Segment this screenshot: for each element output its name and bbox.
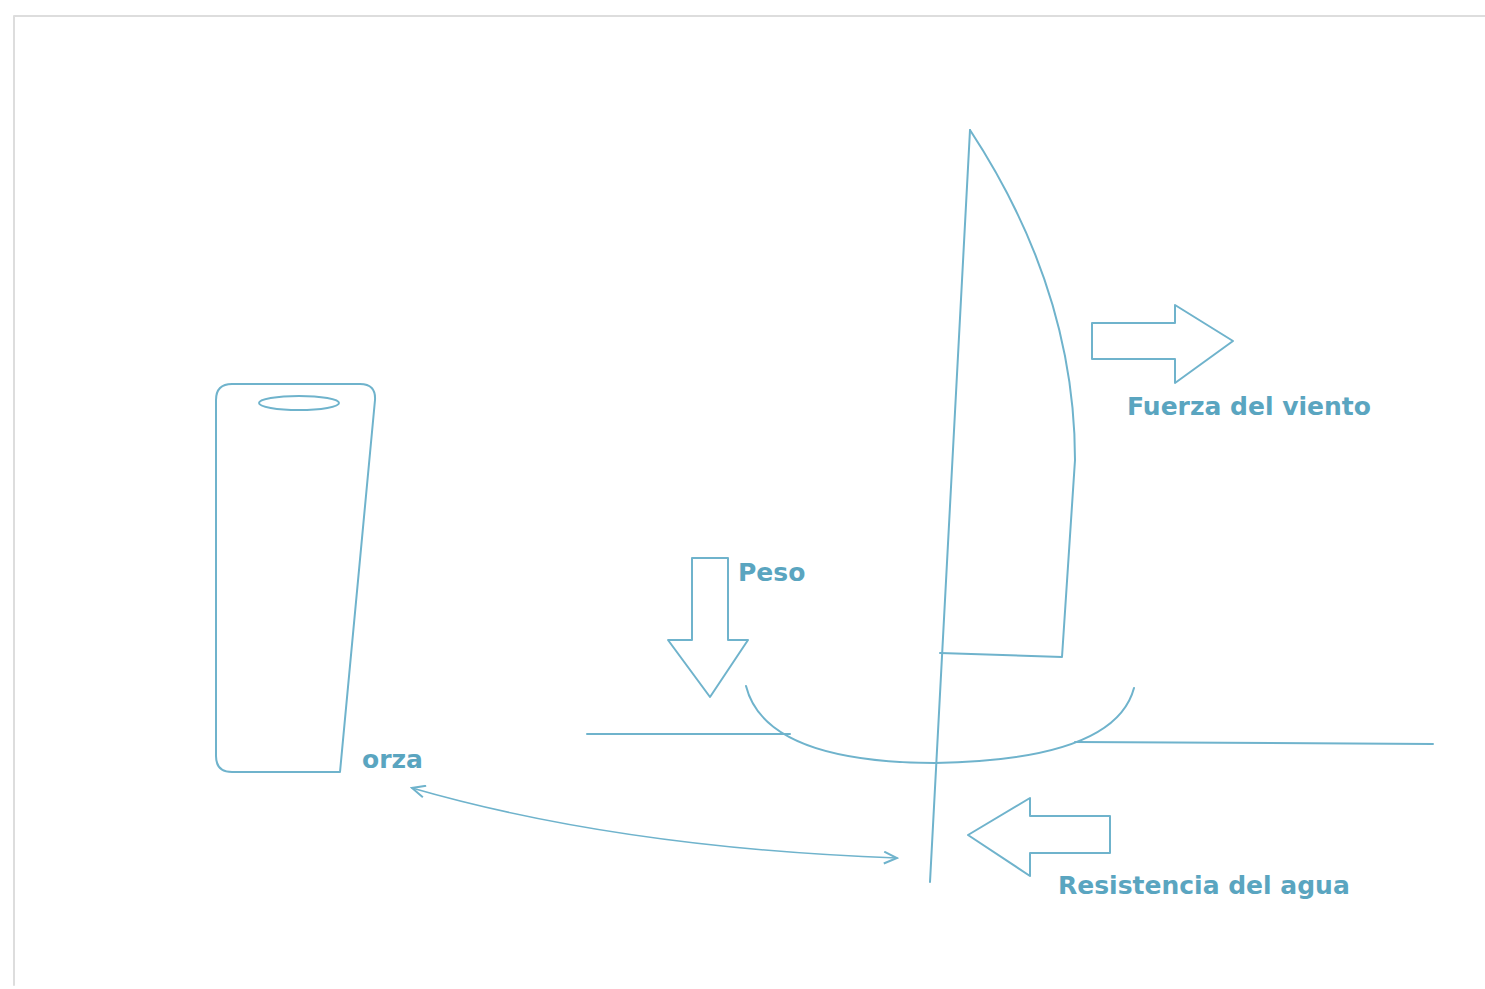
force-label: Peso xyxy=(738,558,805,588)
hull xyxy=(746,686,1134,763)
orza-slot xyxy=(259,396,339,410)
sail xyxy=(940,130,1075,657)
water-line xyxy=(1075,742,1433,744)
force-arrow xyxy=(968,798,1110,876)
force-label: Resistencia del agua xyxy=(1058,871,1350,901)
force-arrow xyxy=(1092,305,1233,383)
part-label: orza xyxy=(362,745,423,775)
orza-board xyxy=(216,384,375,772)
leader-arrow xyxy=(412,788,897,858)
force-arrow xyxy=(668,558,748,697)
mast xyxy=(930,130,970,882)
force-label: Fuerza del viento xyxy=(1127,392,1371,422)
frame xyxy=(14,16,1485,985)
water-line xyxy=(587,733,790,735)
